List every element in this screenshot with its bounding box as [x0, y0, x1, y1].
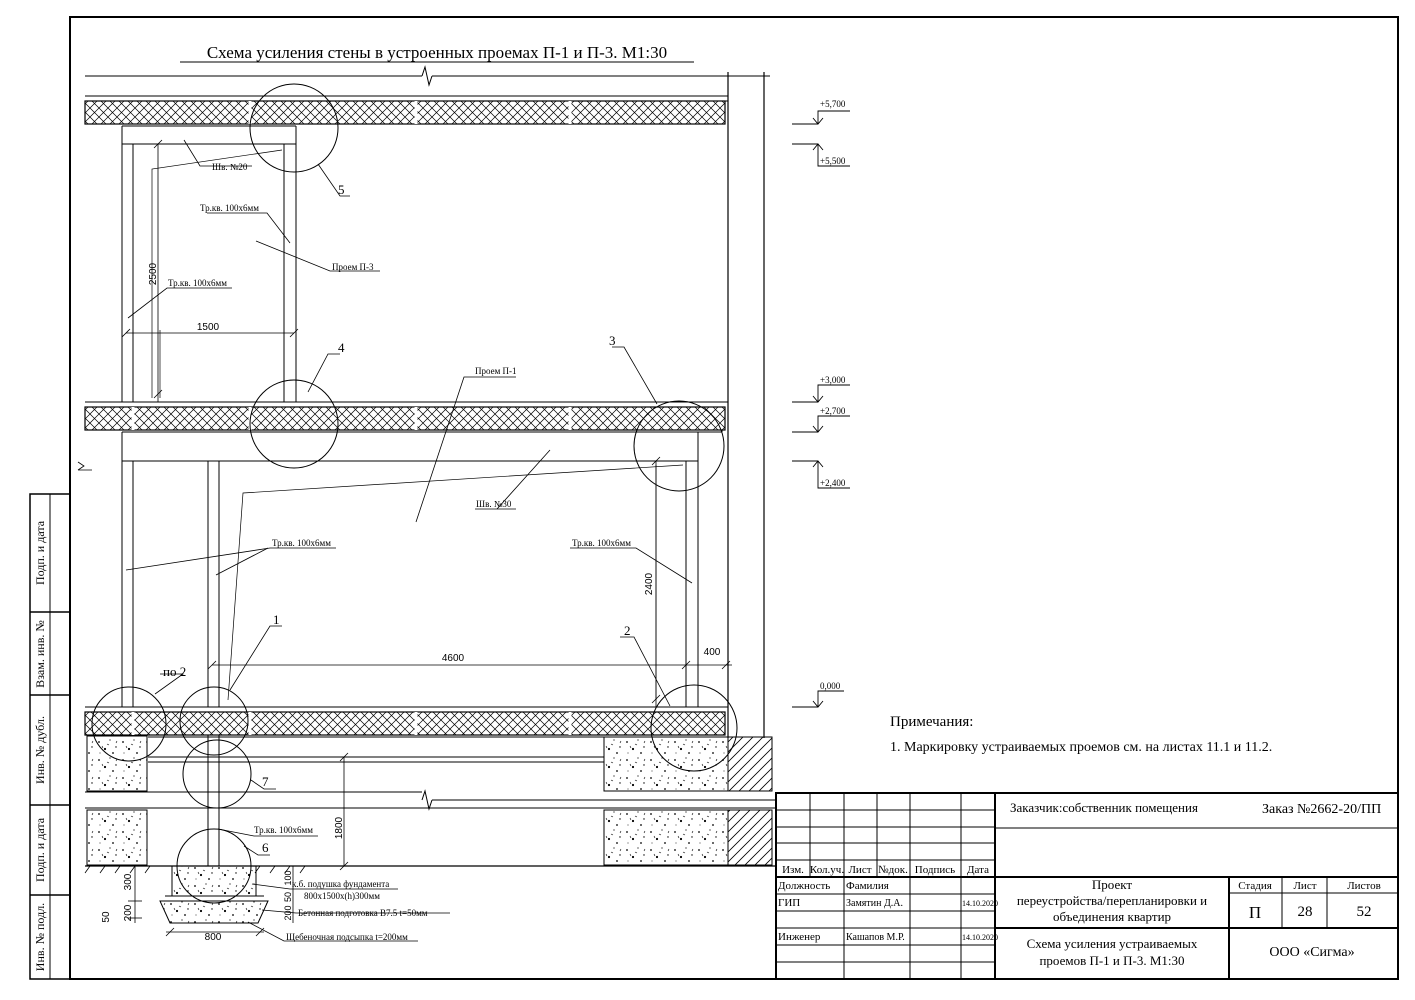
tb-sheet-title-line2: проемов П-1 и П-3. М1:30	[1039, 953, 1184, 968]
dimension-lines	[121, 139, 732, 937]
level-5700: +5,700	[820, 99, 846, 109]
tb-sheet-value: 28	[1298, 904, 1313, 920]
brick-right-bottom	[727, 809, 773, 866]
tb-col-izm: Изм.	[782, 864, 804, 876]
leader-lines	[125, 139, 693, 942]
concrete-block-left-top	[86, 735, 148, 792]
level-2700: +2,700	[820, 406, 846, 416]
break-line-top	[85, 65, 770, 87]
callout-1: 1	[273, 612, 280, 627]
tb-col-kolych: Кол.уч.	[810, 864, 844, 876]
dim-1500: 1500	[197, 322, 220, 333]
tb-row1-name: Замятин Д.А.	[846, 898, 903, 909]
label-concrete-prep: Бетонная подготовка В7.5 t=50мм	[298, 908, 428, 918]
callout-5: 5	[338, 182, 345, 197]
tb-sheets-value: 52	[1357, 904, 1372, 920]
notes-item-1: 1. Маркировку устраиваемых проемов см. н…	[890, 740, 1273, 755]
drawing-title: Схема усиления стены в устроенных проема…	[207, 43, 667, 62]
stamp-orig-inv: Инв. № подл.	[33, 903, 47, 971]
label-shv30: Шв. №30	[476, 499, 512, 509]
tb-stage-value: П	[1249, 903, 1261, 922]
callout-3: 3	[609, 333, 616, 348]
level-0000: 0,000	[820, 681, 841, 691]
floor-slab-middle	[84, 401, 728, 431]
tb-sheets-label: Листов	[1347, 880, 1381, 892]
tb-col-signature: Подпись	[915, 864, 955, 876]
label-proem-p3: Проем П-3	[332, 262, 374, 272]
dim-2500: 2500	[148, 262, 159, 285]
level-3000: +3,000	[820, 375, 846, 385]
label-trkv-p3-top: Тр.кв. 100х6мм	[200, 203, 259, 213]
label-trkv-bottom: Тр.кв. 100х6мм	[254, 825, 313, 835]
concrete-block-right-bottom	[603, 809, 729, 866]
dim-300: 300	[123, 873, 134, 890]
label-gravel-bed: Щебеночная подсыпка t=200мм	[286, 932, 408, 942]
tb-col-list: Лист	[848, 864, 871, 876]
tb-project-line3: объединения квартир	[1053, 909, 1171, 924]
tb-stage-label: Стадия	[1238, 880, 1272, 892]
tb-project-line1: Проект	[1092, 877, 1132, 892]
tb-sheet-label: Лист	[1293, 880, 1316, 892]
floor-slab-bottom	[84, 706, 728, 736]
dim-400: 400	[704, 647, 721, 658]
tb-row2-name: Кашапов М.Р.	[846, 932, 905, 943]
elevation-marks	[792, 110, 850, 708]
tb-sheet-title-line1: Схема усиления устраиваемых	[1027, 936, 1198, 951]
tb-name-header: Фамилия	[846, 880, 889, 892]
label-proem-p1: Проем П-1	[475, 366, 517, 376]
dim-50: 50	[101, 911, 112, 923]
dim-50b: 50	[283, 892, 293, 902]
label-trkv-p3-left: Тр.кв. 100х6мм	[168, 278, 227, 288]
brick-right-top	[727, 736, 773, 792]
callout-4: 4	[338, 340, 345, 355]
right-wall	[727, 72, 765, 738]
tb-company: ООО «Сигма»	[1269, 945, 1354, 960]
tb-customer: Заказчик:собственник помещения	[1010, 800, 1198, 815]
callout-2: 2	[624, 623, 631, 638]
label-shv20: Шв. №20	[212, 162, 248, 172]
tb-row2-role: Инженер	[778, 931, 821, 943]
stamp-replace-inv: Взам. инв. №	[33, 620, 47, 688]
callout-circles	[91, 83, 738, 904]
side-stamp: Подп. и дата Взам. инв. № Инв. № дубл. П…	[29, 493, 71, 980]
concrete-block-right-top	[603, 736, 729, 792]
stamp-sign-date-1: Подп. и дата	[33, 520, 47, 585]
stamp-dup-inv: Инв. № дубл.	[33, 716, 47, 784]
foundation-pad	[159, 865, 269, 924]
title-block	[775, 792, 1399, 980]
dim-200b: 200	[283, 905, 293, 920]
notes-heading: Примечания:	[890, 714, 974, 730]
level-2400: +2,400	[820, 478, 846, 488]
tb-order: Заказ №2662-20/ПП	[1262, 802, 1381, 817]
label-foundation-pad: к.б. подушка фундамента	[292, 879, 389, 889]
label-trkv-p1-left: Тр.кв. 100х6мм	[272, 538, 331, 548]
callout-7: 7	[262, 774, 269, 789]
tb-row2-date: 14.10.2020	[962, 933, 998, 942]
tb-row1-role: ГИП	[778, 897, 800, 909]
floor-slab-top	[84, 95, 728, 125]
tb-project-line2: переустройства/перепланировки и	[1017, 893, 1207, 908]
callout-6: 6	[262, 840, 269, 855]
stamp-sign-date-2: Подп. и дата	[33, 817, 47, 882]
tb-col-date: Дата	[967, 864, 989, 876]
label-foundation-size: 800х1500х(h)300мм	[304, 891, 380, 901]
tb-row1-date: 14.10.2020	[962, 899, 998, 908]
dim-4600: 4600	[442, 653, 465, 664]
concrete-block-left-bottom	[86, 809, 148, 866]
tb-role-header: Должность	[778, 880, 830, 892]
dim-1800: 1800	[334, 816, 345, 839]
dim-800: 800	[205, 932, 222, 943]
level-5500: +5,500	[820, 156, 846, 166]
label-trkv-p1-right: Тр.кв. 100х6мм	[572, 538, 631, 548]
break-marker-left	[77, 461, 92, 471]
tb-col-doc: №док.	[878, 864, 908, 876]
dim-100: 100	[283, 870, 293, 885]
dim-2400: 2400	[644, 572, 655, 595]
dim-200: 200	[123, 904, 134, 921]
opening-p3-frame	[121, 125, 297, 402]
label-po2: по 2	[163, 664, 186, 679]
